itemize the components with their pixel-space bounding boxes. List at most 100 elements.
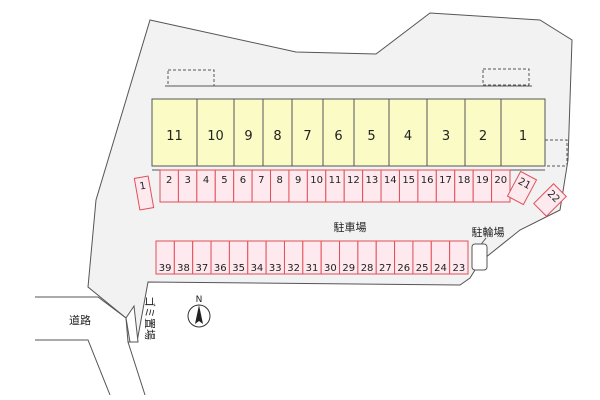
bike-parking-area xyxy=(471,243,488,271)
parking-space: 16 xyxy=(417,169,437,203)
building-unit: 2 xyxy=(464,98,502,167)
garbage-label: ゴミ置場 xyxy=(143,296,157,340)
road-edge-bottom xyxy=(35,339,111,396)
parking-space-label: 6 xyxy=(240,175,246,186)
parking-space: 18 xyxy=(454,169,474,203)
road-edge-top xyxy=(35,296,127,319)
building-unit-box xyxy=(196,98,235,167)
building-unit-box xyxy=(353,98,390,167)
parking-space: 19 xyxy=(472,169,493,203)
parking-space: 30 xyxy=(320,240,341,275)
parking-space-label: 24 xyxy=(434,263,447,274)
parking-space: 11 xyxy=(325,169,345,203)
parking-space: 25 xyxy=(412,240,432,275)
north-label: N xyxy=(196,295,203,305)
building-unit: 4 xyxy=(388,98,428,167)
road-edge-right xyxy=(127,341,146,396)
parking-space-label: 11 xyxy=(329,175,342,186)
building-unit-box xyxy=(464,98,502,167)
road-label: 道路 xyxy=(69,313,91,327)
parking-space: 2 xyxy=(159,169,179,203)
parking-space: 36 xyxy=(210,240,230,275)
building-unit: 6 xyxy=(322,98,355,167)
parking-space-1: 1 xyxy=(133,175,155,211)
parking-space: 27 xyxy=(375,240,396,275)
parking-space-label: 8 xyxy=(277,175,283,186)
building-unit: 3 xyxy=(426,98,466,167)
building-unit-label: 4 xyxy=(404,129,412,144)
parking-space-label: 25 xyxy=(416,263,429,274)
parking-space-label: 32 xyxy=(287,263,300,274)
building-unit: 11 xyxy=(151,98,198,167)
parking-space-label: 34 xyxy=(251,263,264,274)
parking-space-22: 22 xyxy=(533,183,567,217)
building-unit: 8 xyxy=(262,98,293,167)
parking-space: 35 xyxy=(228,240,249,275)
parking-space-label: 13 xyxy=(365,175,378,186)
parking-space-label: 28 xyxy=(361,263,374,274)
parking-space-label: 26 xyxy=(397,263,410,274)
building-unit-label: 1 xyxy=(519,129,527,144)
parking-space: 12 xyxy=(343,169,364,203)
parking-space: 32 xyxy=(283,240,304,275)
parking-space-box xyxy=(491,169,511,203)
garbage-area xyxy=(125,304,139,343)
building-unit: 7 xyxy=(291,98,324,167)
building-unit-box xyxy=(322,98,355,167)
parking-space: 31 xyxy=(302,240,322,275)
dashed-area-right xyxy=(482,68,530,86)
parking-space-label: 21 xyxy=(516,176,532,192)
parking-space-label: 12 xyxy=(347,175,360,186)
parking-space: 9 xyxy=(288,169,308,203)
parking-space-label: 18 xyxy=(458,175,471,186)
parking-space-label: 36 xyxy=(214,263,227,274)
parking-space-label: 23 xyxy=(452,263,465,274)
parking-space-label: 39 xyxy=(159,263,172,274)
building-unit: 10 xyxy=(196,98,235,167)
parking-space-label: 35 xyxy=(232,263,245,274)
parking-space: 33 xyxy=(265,240,285,275)
parking-space: 10 xyxy=(306,169,327,203)
parking-space-label: 20 xyxy=(494,175,507,186)
parking-space: 39 xyxy=(155,240,175,275)
parking-space-label: 30 xyxy=(324,263,337,274)
building-unit-label: 3 xyxy=(442,129,450,144)
building-unit: 9 xyxy=(233,98,264,167)
building-unit-label: 9 xyxy=(244,129,252,144)
parking-space-label: 38 xyxy=(177,263,190,274)
building-unit-label: 5 xyxy=(367,129,375,144)
parking-space-label: 16 xyxy=(421,175,434,186)
building-unit: 5 xyxy=(353,98,390,167)
parking-space-label: 2 xyxy=(166,175,172,186)
parking-space-label: 33 xyxy=(269,263,282,274)
parking-space-label: 3 xyxy=(184,175,190,186)
parking-space: 34 xyxy=(247,240,267,275)
parking-space: 13 xyxy=(362,169,382,203)
parking-space-label: 17 xyxy=(439,175,452,186)
parking-space-label: 29 xyxy=(342,263,355,274)
parking-space: 6 xyxy=(233,169,253,203)
parking-space: 26 xyxy=(394,240,414,275)
building-unit-box xyxy=(388,98,428,167)
parking-space-label: 10 xyxy=(310,175,323,186)
building-unit-label: 6 xyxy=(334,129,342,144)
building-unit-label: 11 xyxy=(166,129,183,144)
parking-space-21: 21 xyxy=(506,170,538,206)
bike-parking-label: 駐輪場 xyxy=(472,225,505,239)
parking-space: 7 xyxy=(251,169,272,203)
parking-space-label: 14 xyxy=(384,175,397,186)
parking-space: 8 xyxy=(270,169,290,203)
parking-space-label: 27 xyxy=(379,263,392,274)
building-unit-box xyxy=(291,98,324,167)
parking-space: 23 xyxy=(449,240,469,275)
parking-space: 28 xyxy=(357,240,377,275)
parking-space-label: 31 xyxy=(306,263,319,274)
north-arrow: N xyxy=(187,295,211,328)
building-unit-label: 10 xyxy=(207,129,224,144)
parking-space: 15 xyxy=(398,169,419,203)
parking-space: 20 xyxy=(491,169,511,203)
building-unit-box xyxy=(233,98,264,167)
building-unit: 1 xyxy=(500,98,546,167)
